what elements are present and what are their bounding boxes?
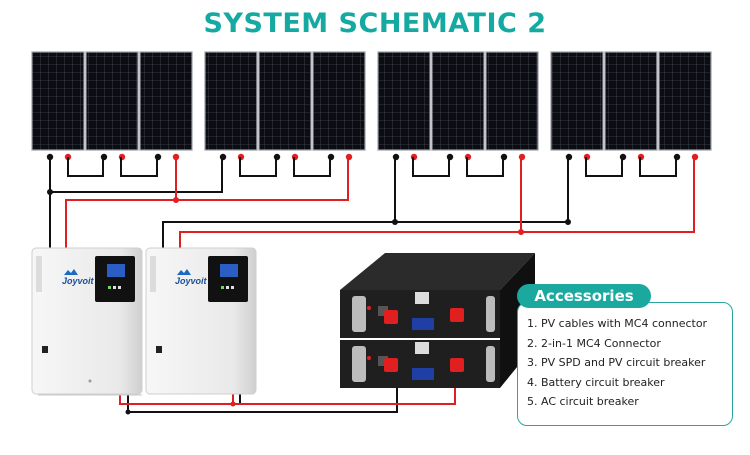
solar-panel: [85, 51, 139, 151]
junction-dots: [47, 189, 571, 415]
accessory-item: 4. Battery circuit breaker: [527, 375, 665, 389]
solar-panel: [204, 51, 258, 151]
solar-panel: [139, 51, 193, 151]
accessories-heading: Accessories: [517, 284, 651, 308]
negative-wiring: [49, 157, 677, 413]
accessories-box: [517, 302, 733, 426]
solar-panel: [658, 51, 712, 151]
accessories-list: 1. PV cables with MC4 connector 2. 2-in-…: [527, 314, 707, 412]
solar-panel: [258, 51, 312, 151]
solar-panel: [604, 51, 658, 151]
accessory-item: 2. 2-in-1 MC4 Connector: [527, 336, 661, 350]
solar-panel-array: [31, 51, 712, 161]
solar-panel: [550, 51, 604, 151]
accessory-item: 5. AC circuit breaker: [527, 395, 639, 408]
accessory-item: 1. PV cables with MC4 connector: [527, 317, 708, 330]
battery-rack: [340, 253, 535, 388]
inverter-2-brand: Joyvoit: [175, 276, 207, 286]
solar-panel: [431, 51, 485, 151]
diagram-title: SYSTEM SCHEMATIC 2: [203, 8, 547, 39]
inverter-1: [31, 247, 143, 396]
inverter-2: [145, 247, 257, 395]
solar-panel: [377, 51, 431, 151]
solar-panel: [312, 51, 366, 151]
inverter-1-brand: Joyvoit: [62, 276, 94, 286]
solar-panel: [31, 51, 85, 151]
accessory-item: 3. PV SPD and PV circuit breaker: [527, 356, 706, 369]
solar-panel: [485, 51, 539, 151]
